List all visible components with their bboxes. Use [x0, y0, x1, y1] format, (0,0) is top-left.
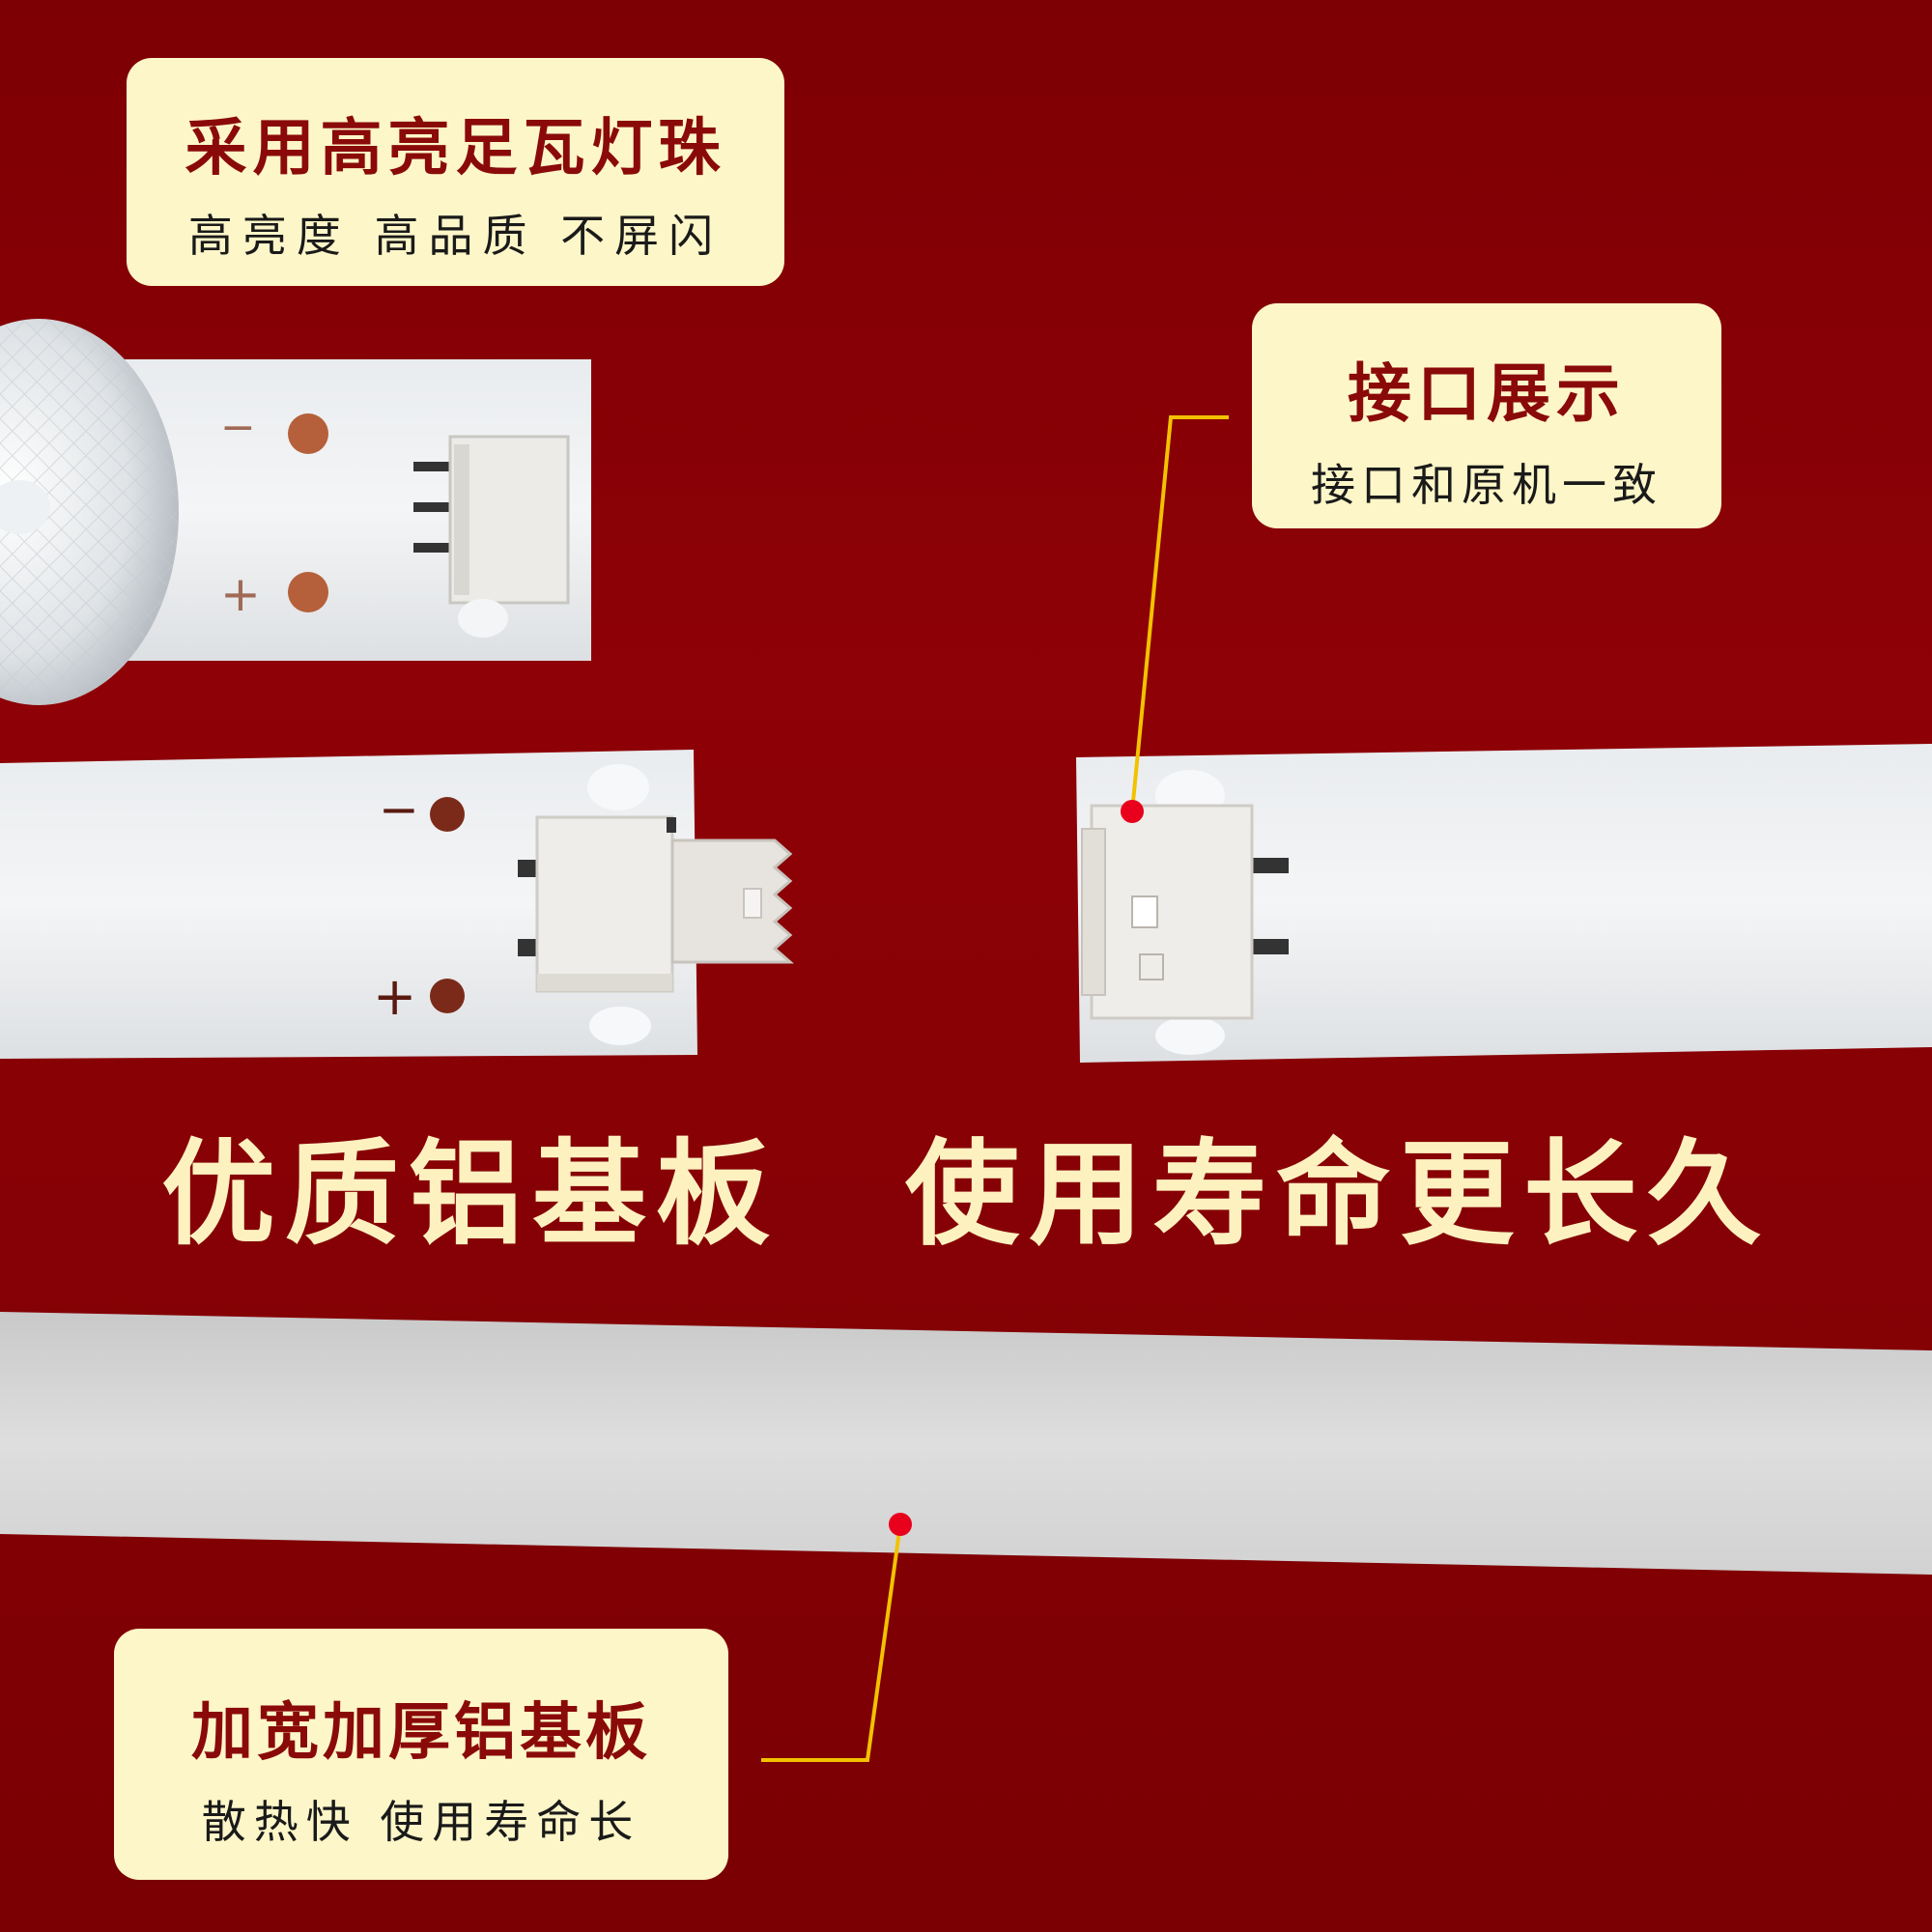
connector-top [413, 435, 570, 638]
solder-pad [288, 413, 328, 454]
leader-line-interface [1121, 415, 1229, 823]
minus-marking: − [379, 781, 419, 838]
headline: 优质铝基板使用寿命更长久 [0, 1101, 1932, 1261]
marker-dot [1121, 800, 1144, 823]
callout-leds: 采用高亮足瓦灯珠 高亮度 高品质 不屏闪 [127, 58, 784, 286]
leader-line-board [761, 1513, 912, 1762]
solder-pad [288, 572, 328, 612]
led-strip-top: − + [0, 319, 591, 705]
solder-pad [430, 979, 465, 1013]
callout-interface-subtitle: 接口和原机一致 [1311, 459, 1662, 511]
led-strip-middle-right [1076, 744, 1932, 1063]
led-lens [0, 319, 179, 705]
headline-right: 使用寿命更长久 [905, 1127, 1772, 1261]
plus-marking: + [373, 966, 416, 1027]
callout-board-subtitle: 散热快 使用寿命长 [201, 1796, 641, 1848]
headline-left: 优质铝基板 [160, 1127, 780, 1261]
callout-leds-title: 采用高亮足瓦灯珠 [185, 113, 726, 185]
connector-male [518, 764, 794, 1045]
marker-dot [889, 1513, 912, 1536]
callout-interface: 接口展示 接口和原机一致 [1252, 303, 1721, 528]
plus-marking: + [220, 566, 261, 622]
callout-interface-title: 接口展示 [1348, 356, 1626, 431]
callout-board: 加宽加厚铝基板 散热快 使用寿命长 [114, 1629, 728, 1880]
aluminum-board [0, 1312, 1932, 1575]
solder-pad [430, 797, 465, 832]
minus-marking: − [220, 403, 256, 452]
callout-leds-subtitle: 高亮度 高品质 不屏闪 [187, 210, 724, 262]
led-strip-middle-left: − + [0, 750, 794, 1059]
callout-board-title: 加宽加厚铝基板 [191, 1697, 651, 1769]
connector-female [1081, 770, 1289, 1055]
